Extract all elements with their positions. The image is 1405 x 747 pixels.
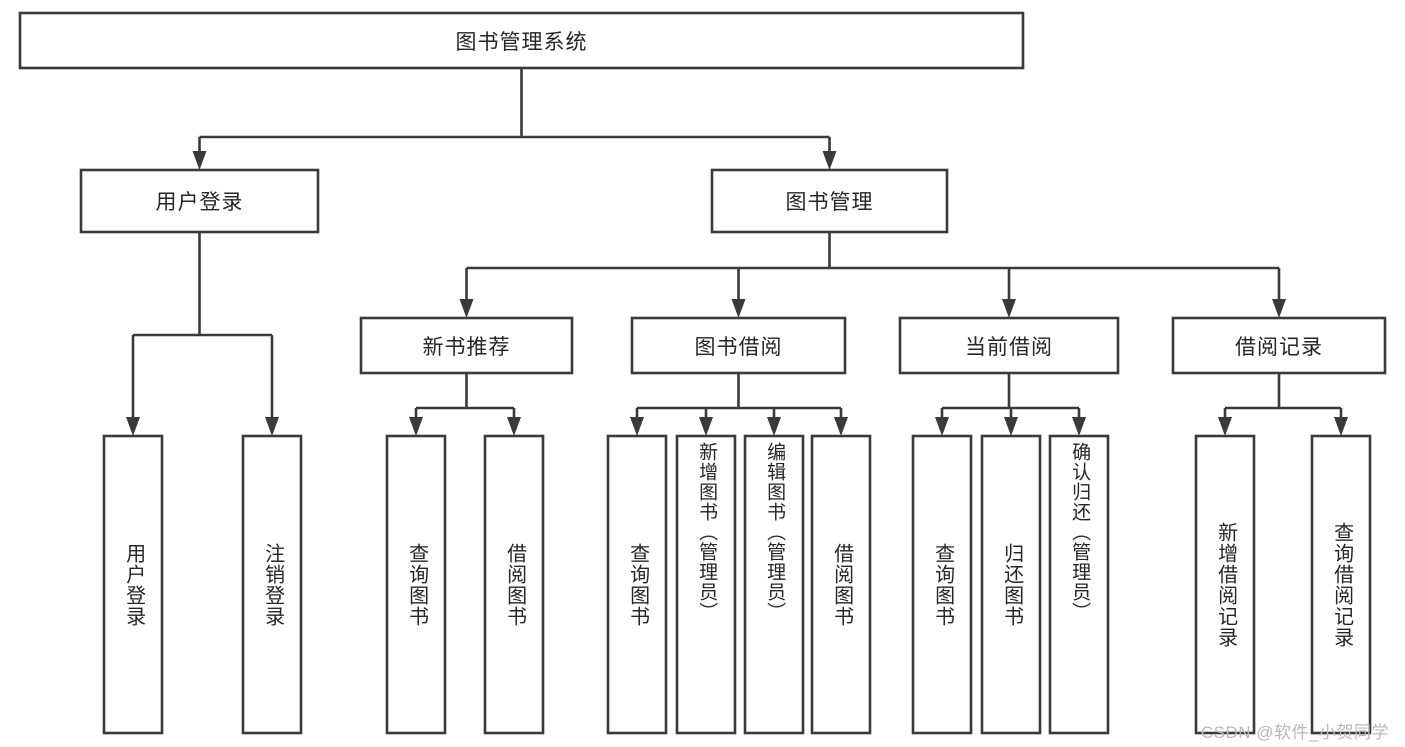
arrow-head [409, 417, 423, 436]
arrow-head [834, 417, 848, 436]
arrow-head [126, 417, 140, 436]
level2-node-box-user-login[interactable] [79, 168, 320, 234]
leaf-node-box-leaf-return-book[interactable] [980, 434, 1042, 735]
arrow-head [630, 417, 644, 436]
arrow-head [731, 299, 746, 318]
level3-node-box-book-borrow[interactable] [630, 316, 847, 375]
leaf-node-box-leaf-borrow-book-rec[interactable] [483, 434, 545, 735]
leaf-node-box-leaf-query-record[interactable] [1310, 434, 1372, 735]
arrow-head [507, 417, 521, 436]
leaf-node-box-leaf-add-record[interactable] [1194, 434, 1256, 735]
leaf-node-box-leaf-confirm-return[interactable] [1048, 434, 1110, 735]
level3-node-box-borrow-record[interactable] [1171, 316, 1387, 375]
leaf-node-box-leaf-query-book-current[interactable] [911, 434, 973, 735]
leaf-node-box-leaf-borrow-book[interactable] [810, 434, 872, 735]
level3-node-box-new-book-rec[interactable] [359, 316, 574, 375]
arrow-head [192, 151, 207, 170]
arrow-head [699, 417, 713, 436]
leaf-node-box-leaf-query-book-rec[interactable] [385, 434, 447, 735]
arrow-head [1004, 417, 1018, 436]
leaf-node-box-leaf-logout[interactable] [241, 434, 303, 735]
root-node-box-root[interactable] [18, 11, 1025, 70]
arrow-head [1334, 417, 1348, 436]
level2-node-box-book-manage[interactable] [710, 168, 949, 234]
arrow-head [1072, 417, 1086, 436]
level3-node-box-current-borrow[interactable] [898, 316, 1120, 375]
arrow-head [1218, 417, 1232, 436]
leaf-node-box-leaf-query-book-borrow[interactable] [606, 434, 668, 735]
leaf-node-box-leaf-add-book[interactable] [675, 434, 737, 735]
leaf-node-box-leaf-edit-book[interactable] [743, 434, 805, 735]
arrow-head [459, 299, 474, 318]
arrow-head [767, 417, 781, 436]
arrow-head [265, 417, 279, 436]
watermark-text: CSDN @软件_小贺同学 [1200, 723, 1389, 742]
arrow-head [1272, 299, 1286, 318]
connector-lines [126, 68, 1348, 436]
leaf-node-box-leaf-user-login[interactable] [102, 434, 164, 735]
arrow-head [822, 151, 837, 170]
arrow-head [1002, 299, 1016, 318]
arrow-head [935, 417, 949, 436]
